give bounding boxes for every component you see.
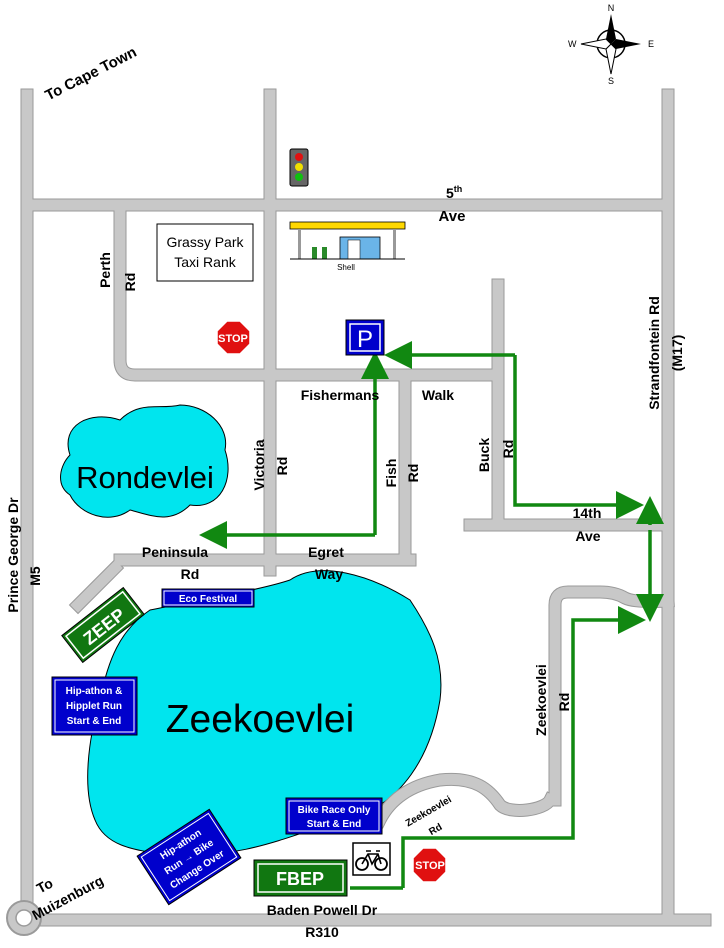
svg-text:Start & End: Start & End	[67, 716, 121, 727]
taxi-rank-box	[156, 223, 254, 282]
zeekoevlei-label: Zeekoevlei	[166, 698, 355, 741]
baden-powell-label-2: R310	[305, 924, 339, 940]
peninsula-label-2: Rd	[181, 566, 200, 582]
bicycle-icon	[352, 842, 391, 876]
compass-rose: N S E W	[568, 3, 654, 86]
svg-text:FBEP: FBEP	[276, 869, 324, 889]
bike-race-sign: Bike Race Only Start & End	[285, 797, 383, 835]
fish-label-1: Fish	[383, 459, 399, 488]
hipathon-start-end-sign: Hip-athon & Hipplet Run Start & End	[51, 676, 138, 736]
prince-george-label-1: Prince George Dr	[5, 497, 21, 613]
compass-s: S	[608, 76, 614, 86]
egret-label-1: Egret	[308, 544, 344, 560]
svg-text:STOP: STOP	[218, 333, 248, 345]
fifth-ave-label-2: Ave	[439, 208, 466, 225]
taxi-rank-line2: Taxi Rank	[174, 254, 236, 270]
fbep-sign: FBEP	[253, 859, 348, 897]
strandfontein-label-1: Strandfontein Rd	[646, 296, 662, 410]
perth-rd-fishermans-walk	[114, 204, 504, 381]
prince-george-label-2: M5	[27, 566, 43, 586]
svg-text:Bike Race Only: Bike Race Only	[298, 805, 371, 816]
stop-sign-icon: STOP	[216, 320, 251, 355]
fifth-ave-label-1: 5th	[446, 184, 462, 201]
strandfontein-label-2: (M17)	[669, 335, 685, 372]
shell-station-icon	[289, 221, 406, 260]
svg-text:P: P	[357, 326, 373, 353]
fourteenth-label-1: 14th	[573, 505, 602, 521]
victoria-label-1: Victoria	[251, 439, 267, 490]
buck-label-1: Buck	[476, 438, 492, 472]
rondevlei-label: Rondevlei	[76, 460, 214, 495]
fourteenth-label-2: Ave	[575, 528, 600, 544]
traffic-light-icon	[289, 148, 309, 187]
svg-text:Hipplet Run: Hipplet Run	[66, 701, 122, 712]
svg-text:Eco Festival: Eco Festival	[179, 594, 238, 605]
to-muizenburg-label-1: To	[34, 875, 56, 897]
perth-label-1: Perth	[97, 252, 113, 288]
compass-n: N	[608, 3, 615, 13]
compass-w: W	[568, 39, 577, 49]
route-arrows	[199, 341, 664, 888]
buck-label-2: Rd	[500, 440, 516, 459]
zeekoevlei-rd-label-2: Rd	[556, 693, 572, 712]
zeekoevlei-small-label-2: Rd	[427, 822, 444, 838]
parking-icon: P	[345, 319, 385, 356]
baden-powell-label-1: Baden Powell Dr	[267, 902, 378, 918]
to-cape-town-label: To Cape Town	[42, 44, 139, 105]
zeekoevlei-rd-label-1: Zeekoevlei	[533, 664, 549, 736]
peninsula-label-1: Peninsula	[142, 544, 208, 560]
eco-festival-sign: Eco Festival	[161, 588, 255, 608]
svg-text:Start & End: Start & End	[307, 819, 361, 830]
svg-text:Hip-athon &: Hip-athon &	[66, 686, 123, 697]
walk-label: Walk	[422, 387, 454, 403]
egret-label-2: Way	[315, 566, 343, 582]
fish-label-2: Rd	[405, 464, 421, 483]
shell-label: Shell	[337, 263, 355, 272]
svg-text:STOP: STOP	[415, 860, 445, 872]
victoria-label-2: Rd	[274, 457, 290, 476]
compass-e: E	[648, 39, 654, 49]
zeekoevlei-rd-small	[372, 773, 558, 828]
taxi-rank-line1: Grassy Park	[166, 234, 244, 250]
zeekoevlei-small-label-1: Zeekoevlei	[404, 794, 454, 829]
stop-sign-icon: STOP	[412, 847, 447, 883]
perth-label-2: Rd	[122, 273, 138, 292]
rondevlei-lake	[60, 404, 229, 518]
fishermans-label: Fishermans	[301, 387, 380, 403]
zeep-road	[70, 560, 123, 613]
